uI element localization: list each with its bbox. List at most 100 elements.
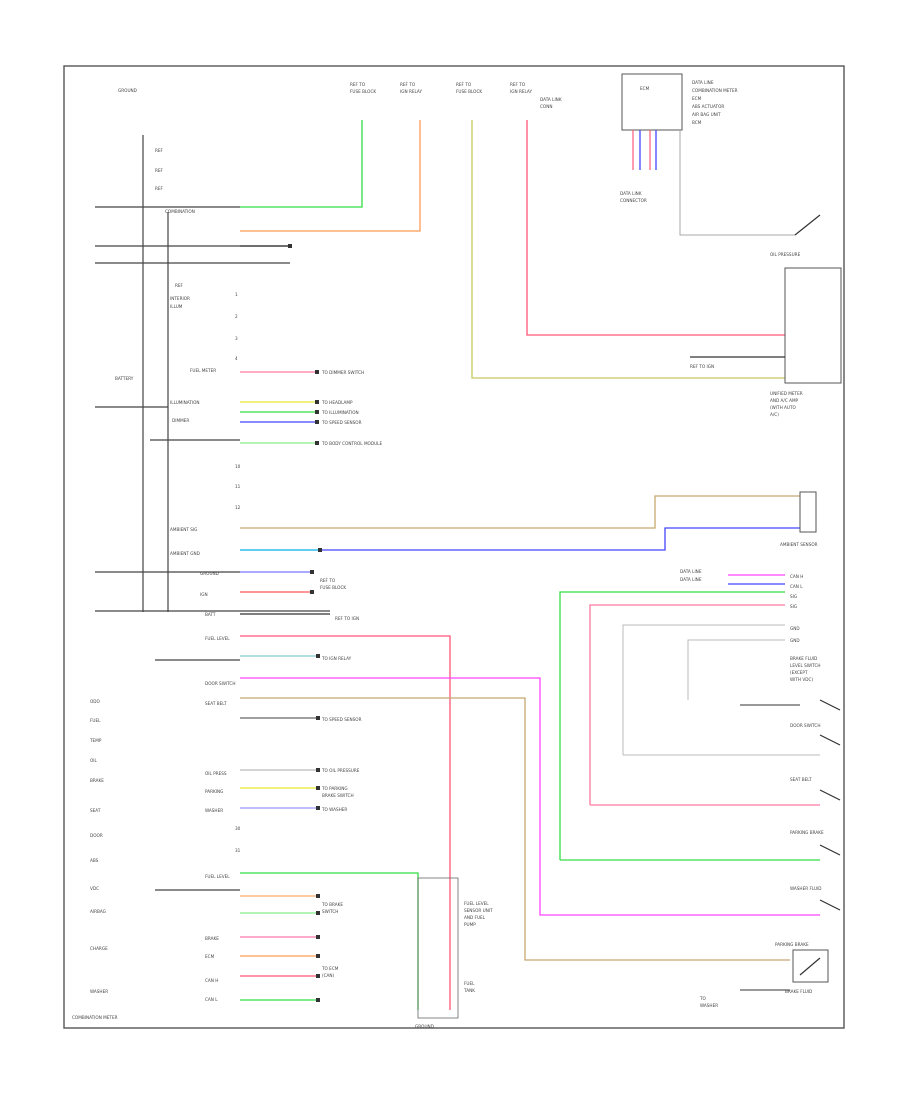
svg-text:FUSE BLOCK: FUSE BLOCK bbox=[320, 585, 346, 590]
svg-text:REF TO: REF TO bbox=[350, 82, 366, 87]
svg-text:TO DIMMER SWITCH: TO DIMMER SWITCH bbox=[321, 370, 364, 375]
svg-text:AIRBAG: AIRBAG bbox=[90, 909, 106, 914]
svg-text:FUEL LEVEL: FUEL LEVEL bbox=[205, 636, 230, 641]
svg-text:(WITH AUTO: (WITH AUTO bbox=[770, 405, 797, 410]
svg-text:AND A/C AMP: AND A/C AMP bbox=[770, 398, 799, 403]
svg-text:AIR BAG UNIT: AIR BAG UNIT bbox=[692, 112, 721, 117]
svg-text:AND FUEL: AND FUEL bbox=[464, 915, 486, 920]
svg-text:DIMMER: DIMMER bbox=[172, 418, 189, 423]
svg-text:SIG: SIG bbox=[790, 604, 797, 609]
svg-text:GROUND: GROUND bbox=[200, 571, 219, 576]
meter-harness: TO DIMMER SWITCH TO HEADLAMP TO ILLUMINA… bbox=[240, 370, 382, 446]
svg-text:BRAKE: BRAKE bbox=[90, 778, 104, 783]
svg-text:CAN H: CAN H bbox=[790, 574, 803, 579]
svg-text:ECM: ECM bbox=[692, 96, 702, 101]
svg-text:DATA LINE: DATA LINE bbox=[692, 80, 714, 85]
svg-text:TO OIL PRESSURE: TO OIL PRESSURE bbox=[321, 768, 360, 773]
svg-text:FUSE BLOCK: FUSE BLOCK bbox=[456, 89, 482, 94]
svg-text:INTERIOR: INTERIOR bbox=[170, 296, 190, 301]
svg-text:FUEL: FUEL bbox=[90, 718, 101, 723]
svg-text:REF: REF bbox=[155, 168, 164, 173]
svg-text:BRAKE: BRAKE bbox=[205, 936, 219, 941]
fuel-level-wires: TO IGN RELAY TO SPEED SENSOR TO OIL PRES… bbox=[240, 635, 520, 1010]
svg-text:DOOR: DOOR bbox=[90, 833, 103, 838]
svg-text:IGN RELAY: IGN RELAY bbox=[400, 89, 422, 94]
svg-text:ILLUMINATION: ILLUMINATION bbox=[170, 400, 200, 405]
svg-text:REF TO: REF TO bbox=[456, 82, 472, 87]
svg-text:TANK: TANK bbox=[463, 988, 475, 993]
svg-text:WASHER: WASHER bbox=[700, 1003, 718, 1008]
svg-text:REF: REF bbox=[155, 148, 164, 153]
svg-text:ABS ACTUATOR: ABS ACTUATOR bbox=[692, 104, 724, 109]
svg-text:TO SPEED SENSOR: TO SPEED SENSOR bbox=[321, 717, 362, 722]
svg-text:3: 3 bbox=[235, 336, 238, 341]
svg-text:VDC: VDC bbox=[90, 886, 99, 891]
svg-text:ODO: ODO bbox=[90, 699, 101, 704]
svg-text:TO SPEED SENSOR: TO SPEED SENSOR bbox=[321, 420, 362, 425]
pin-numbers: 1 2 3 4 10 11 12 30 31 bbox=[235, 292, 241, 853]
svg-text:TO ECM: TO ECM bbox=[321, 966, 339, 971]
svg-text:FUEL LEVEL: FUEL LEVEL bbox=[464, 901, 489, 906]
svg-text:SEAT BELT: SEAT BELT bbox=[205, 701, 227, 706]
svg-text:FUEL LEVEL: FUEL LEVEL bbox=[205, 874, 230, 879]
svg-text:REF TO: REF TO bbox=[510, 82, 526, 87]
svg-text:TO HEADLAMP: TO HEADLAMP bbox=[321, 400, 353, 405]
svg-text:GND: GND bbox=[790, 638, 800, 643]
unified-meter-block: UNIFIED METER AND A/C AMP (WITH AUTO A/C… bbox=[690, 267, 842, 417]
svg-text:31: 31 bbox=[235, 848, 241, 853]
svg-text:10: 10 bbox=[235, 464, 241, 469]
svg-text:UNIFIED METER: UNIFIED METER bbox=[770, 391, 803, 396]
connector-markers bbox=[288, 244, 322, 1002]
svg-text:A/C): A/C) bbox=[770, 412, 779, 417]
svg-text:TO BODY CONTROL MODULE: TO BODY CONTROL MODULE bbox=[321, 441, 382, 446]
svg-text:CONN: CONN bbox=[540, 104, 553, 109]
svg-text:LEVEL SWITCH: LEVEL SWITCH bbox=[790, 663, 821, 668]
svg-text:REF TO IGN: REF TO IGN bbox=[690, 364, 714, 369]
svg-text:GROUND: GROUND bbox=[415, 1024, 434, 1029]
svg-text:1: 1 bbox=[235, 292, 238, 297]
svg-text:CONNECTOR: CONNECTOR bbox=[620, 198, 647, 203]
svg-text:12: 12 bbox=[235, 505, 241, 510]
ambient-sensor-label: AMBIENT SENSOR bbox=[780, 542, 818, 547]
ambient-sensor-wires: AMBIENT SENSOR bbox=[240, 491, 818, 551]
svg-text:(EXCEPT: (EXCEPT bbox=[790, 670, 808, 675]
svg-text:REF TO IGN: REF TO IGN bbox=[335, 616, 359, 621]
svg-text:WITH VDC): WITH VDC) bbox=[790, 677, 813, 682]
left-bus bbox=[95, 135, 330, 891]
svg-text:FUEL METER: FUEL METER bbox=[190, 368, 216, 373]
svg-text:(CAN): (CAN) bbox=[322, 973, 335, 978]
svg-text:SEAT BELT: SEAT BELT bbox=[790, 777, 812, 782]
right-switches: DOOR SWITCH SEAT BELT PARKING BRAKE WASH… bbox=[520, 677, 841, 1008]
svg-text:TO WASHER: TO WASHER bbox=[321, 807, 347, 812]
svg-text:BRAKE SWITCH: BRAKE SWITCH bbox=[322, 793, 354, 798]
svg-text:TO PARKING: TO PARKING bbox=[321, 786, 348, 791]
top-fuse-wires bbox=[240, 120, 785, 379]
svg-text:AMBIENT GND: AMBIENT GND bbox=[170, 551, 200, 556]
svg-text:ABS: ABS bbox=[90, 858, 99, 863]
svg-text:WASHER: WASHER bbox=[205, 808, 223, 813]
svg-text:CAN H: CAN H bbox=[205, 978, 218, 983]
svg-text:GROUND: GROUND bbox=[118, 88, 137, 93]
svg-text:BCM: BCM bbox=[692, 120, 702, 125]
svg-text:PARKING BRAKE: PARKING BRAKE bbox=[790, 830, 824, 835]
svg-text:REF: REF bbox=[155, 186, 164, 191]
svg-text:ILLUM: ILLUM bbox=[170, 304, 183, 309]
svg-text:PARKING BRAKE: PARKING BRAKE bbox=[775, 942, 809, 947]
svg-text:SEAT: SEAT bbox=[90, 808, 101, 813]
svg-text:DOOR SWITCH: DOOR SWITCH bbox=[205, 681, 235, 686]
svg-text:COMBINATION: COMBINATION bbox=[165, 209, 195, 214]
svg-text:BRAKE FLUID: BRAKE FLUID bbox=[785, 989, 812, 994]
svg-text:COMBINATION METER: COMBINATION METER bbox=[692, 88, 738, 93]
svg-text:DATA LINE: DATA LINE bbox=[680, 569, 702, 574]
svg-text:CAN L: CAN L bbox=[790, 584, 803, 589]
svg-text:SENSOR UNIT: SENSOR UNIT bbox=[464, 908, 493, 913]
svg-text:FUSE BLOCK: FUSE BLOCK bbox=[350, 89, 376, 94]
svg-text:ECM: ECM bbox=[205, 954, 215, 959]
svg-text:OIL PRESSURE: OIL PRESSURE bbox=[770, 252, 801, 257]
svg-text:TO IGN RELAY: TO IGN RELAY bbox=[321, 656, 352, 661]
svg-text:PUMP: PUMP bbox=[464, 922, 476, 927]
svg-text:WASHER FLUID: WASHER FLUID bbox=[790, 886, 822, 891]
svg-text:CHARGE: CHARGE bbox=[90, 946, 108, 951]
svg-text:TO ILLUMINATION: TO ILLUMINATION bbox=[321, 410, 359, 415]
svg-text:ECM: ECM bbox=[640, 86, 650, 91]
